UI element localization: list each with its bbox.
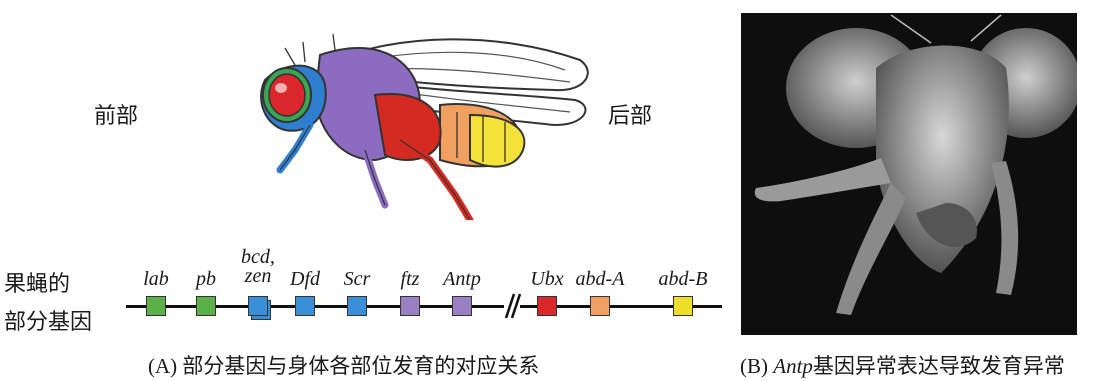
- gene-row-label-line2: 部分基因: [4, 304, 92, 336]
- caption-b-prefix: (B): [740, 354, 773, 378]
- caption-b-rest: 基因异常表达导致发育异常: [813, 354, 1065, 378]
- gene-box-antp: [452, 296, 472, 316]
- gene-label-scr: Scr: [344, 268, 371, 291]
- fly-illustration: [225, 20, 595, 220]
- gene-label-abd-b: abd-B: [659, 268, 708, 291]
- gene-box-ubx: [537, 296, 557, 316]
- gene-label-dfd: Dfd: [290, 268, 320, 291]
- gene-label-abd-a: abd-A: [576, 268, 625, 291]
- gene-label-lab: lab: [143, 268, 169, 291]
- gene-label-antp: Antp: [443, 268, 481, 291]
- gene-row-label-line1: 果蝇的: [4, 266, 70, 298]
- mutant-fly-photo: [741, 13, 1077, 335]
- gene-box-bcd: [248, 296, 268, 316]
- gene-box-abd-a: [590, 296, 610, 316]
- gene-label-ftz: ftz: [401, 268, 420, 291]
- gene-label-bcd: bcd,zen: [241, 248, 275, 286]
- gene-box-pb: [196, 296, 216, 316]
- chromosome-line-left: [126, 305, 504, 308]
- gene-box-abd-b: [673, 296, 693, 316]
- break-mark: [500, 292, 526, 320]
- abdomen-posterior: [470, 115, 524, 167]
- gene-box-ftz: [400, 296, 420, 316]
- left-leg-like-antenna: [755, 158, 891, 201]
- gene-label-ubx: Ubx: [530, 268, 563, 291]
- gene-box-scr: [347, 296, 367, 316]
- gene-box-lab: [146, 296, 166, 316]
- anterior-label: 前部: [94, 98, 138, 130]
- posterior-label: 后部: [608, 98, 652, 130]
- caption-a: (A) 部分基因与身体各部位发育的对应关系: [148, 350, 539, 380]
- caption-b-gene: Antp: [773, 354, 813, 378]
- gene-box-dfd: [295, 296, 315, 316]
- eye: [269, 74, 305, 116]
- caption-b: (B) Antp基因异常表达导致发育异常: [740, 350, 1065, 380]
- gene-label-pb: pb: [196, 268, 216, 291]
